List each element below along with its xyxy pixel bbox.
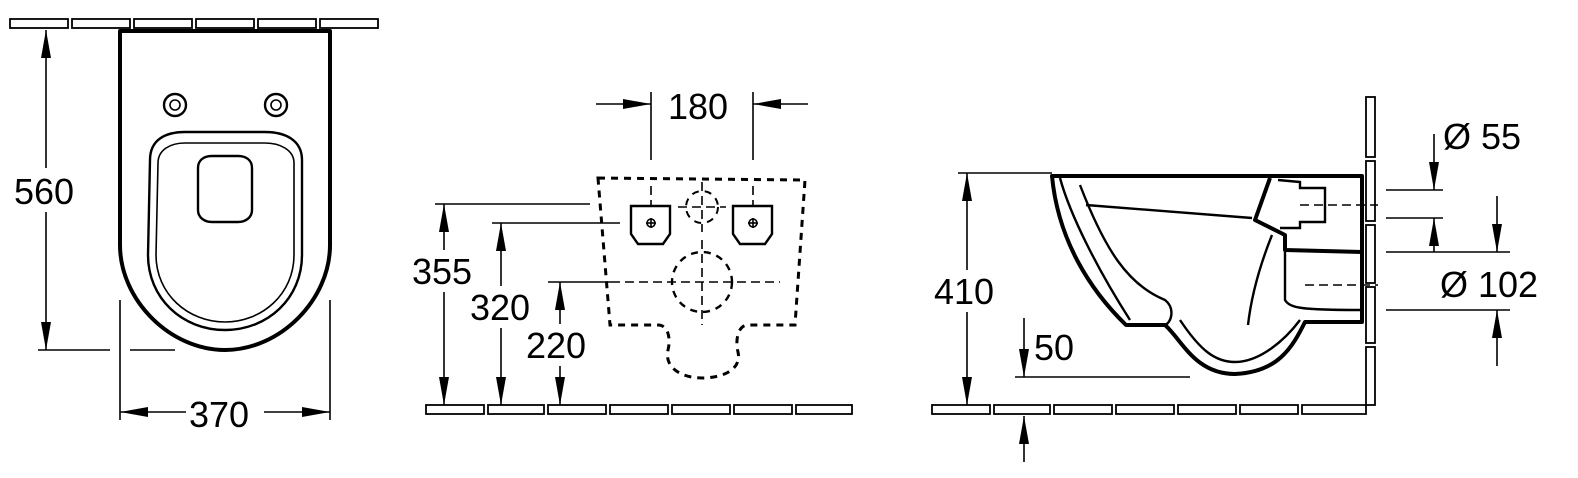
side-view: 410 50 Ø 55 Ø 102 (931, 96, 1574, 462)
inlet-diameter-label: Ø 55 (1443, 116, 1521, 157)
side-height-label: 410 (934, 271, 994, 312)
height-220-label: 220 (526, 325, 586, 366)
height-320-label: 320 (470, 287, 530, 328)
front-height-label: 560 (14, 171, 74, 212)
seat-outer (146, 130, 304, 332)
front-view: 560 370 (9, 18, 379, 435)
front-width-label: 370 (189, 394, 249, 435)
seat-opening (196, 154, 254, 224)
side-bowl-outline (1050, 174, 1364, 376)
fixing-hole-left (162, 92, 188, 118)
side-offset-label: 50 (1034, 327, 1074, 368)
seat-inner (155, 142, 295, 323)
mounting-floor (425, 404, 853, 415)
bolt-spacing-label: 180 (668, 86, 728, 127)
height-355-label: 355 (412, 251, 472, 292)
side-wall (1365, 96, 1376, 406)
inlet-circle (678, 182, 726, 232)
front-top-wall (9, 18, 379, 29)
bolt-plate-right (731, 204, 774, 246)
side-floor (931, 404, 1367, 415)
fixing-hole-right (263, 92, 289, 118)
mounting-view: 180 355 320 220 (410, 86, 853, 415)
outlet-diameter-label: Ø 102 (1440, 264, 1538, 305)
bolt-plate-left (629, 204, 672, 246)
mounting-outline (596, 176, 807, 380)
outlet-circle (625, 240, 780, 325)
front-bowl-outline (118, 29, 332, 352)
